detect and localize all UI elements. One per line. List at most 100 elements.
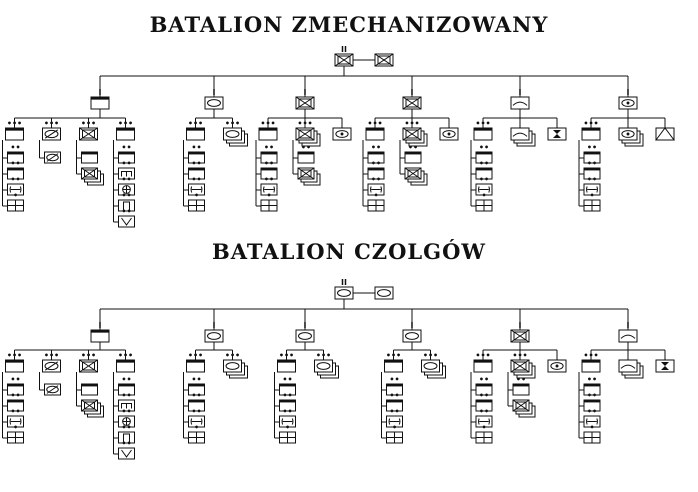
platoon-tank-3-1-child-3: •• xyxy=(279,407,296,428)
platoon-tank-3-1: ••• xyxy=(277,351,296,373)
platoon-tank-1-3-size-label: ••• xyxy=(81,351,96,360)
platoon-mechanized-1-4-child-4: •• xyxy=(118,191,135,212)
platoon-tank-6-1-child-2-size-label: •• xyxy=(587,391,597,400)
platoon-mechanized-4-2-child-1: •• xyxy=(404,143,422,164)
platoon-tank-5-2-child-1-size-label: •• xyxy=(516,375,526,384)
platoon-tank-1-1-child-4: • xyxy=(7,423,24,444)
platoon-mechanized-5-1-child-1: •• xyxy=(475,143,493,164)
platoon-tank-4-2-size-label: ••• xyxy=(423,351,438,360)
platoon-tank-1-1: ••• xyxy=(5,351,24,373)
platoon-tank-4-1-child-2-size-label: •• xyxy=(389,391,399,400)
platoon-mechanized-1-4-size-label: ••• xyxy=(118,119,133,128)
platoon-tank-4-1-size-label: ••• xyxy=(386,351,401,360)
platoon-tank-2-1-size-label: ••• xyxy=(188,351,203,360)
platoon-tank-5-3 xyxy=(547,359,567,373)
platoon-tank-1-4-child-1-size-label: •• xyxy=(121,375,131,384)
platoon-tank-5-1-child-1-size-label: •• xyxy=(479,375,489,384)
platoon-mechanized-3-1-child-1-size-label: •• xyxy=(264,143,274,152)
platoon-tank-1-2-child-1 xyxy=(44,383,61,396)
platoon-tank-2-2-size-label: ••• xyxy=(225,351,240,360)
platoon-mechanized-3-1-child-4: • xyxy=(260,191,278,212)
platoon-mechanized-5-1-size-label: ••• xyxy=(475,119,490,128)
platoon-tank-3-1-child-4-size-label: • xyxy=(285,423,290,432)
platoon-mechanized-6-1-child-4: • xyxy=(583,191,601,212)
platoon-tank-1-1-child-3: •• xyxy=(7,407,24,428)
platoon-mechanized-1-4: ••• xyxy=(116,119,135,141)
company-mechanized-4-size-label: I xyxy=(411,88,414,97)
platoon-tank-6-1: ••• xyxy=(581,351,601,373)
platoon-tank-5-1-child-4: • xyxy=(475,423,493,444)
platoon-mechanized-5-1-child-3: •• xyxy=(475,175,493,196)
platoon-tank-5-1-child-4-size-label: • xyxy=(481,423,486,432)
platoon-tank-3-1-child-3-size-label: •• xyxy=(282,407,292,416)
platoon-mechanized-1-1-size-label: ••• xyxy=(7,119,22,128)
battalion-hq-tank: II xyxy=(334,278,354,300)
platoon-mechanized-6-1-size-label: ••• xyxy=(583,119,598,128)
platoon-mechanized-2-1-child-1-size-label: •• xyxy=(191,143,201,152)
company-tank-5: I xyxy=(510,321,530,343)
platoon-tank-1-4-child-2-size-label: •• xyxy=(121,391,131,400)
platoon-mechanized-2-1: ••• xyxy=(186,119,205,141)
platoon-tank-5-2-child-1: •• xyxy=(512,375,530,396)
platoon-mechanized-2-1-size-label: ••• xyxy=(188,119,203,128)
platoon-mechanized-1-4-child-3-size-label: •• xyxy=(121,175,131,184)
company-mechanized-2-size-label: I xyxy=(213,88,216,97)
platoon-mechanized-2-2: ••• xyxy=(223,119,248,147)
platoon-tank-2-1-child-3: •• xyxy=(188,407,205,428)
platoon-mechanized-1-4-child-4-size-label: •• xyxy=(121,191,131,200)
platoon-mechanized-2-2-size-label: ••• xyxy=(225,119,240,128)
platoon-tank-6-1-child-4: • xyxy=(583,423,601,444)
platoon-mechanized-5-1-child-1-size-label: •• xyxy=(479,143,489,152)
platoon-mechanized-1-1-child-3-size-label: •• xyxy=(10,175,20,184)
platoon-tank-5-1-child-3: •• xyxy=(475,407,493,428)
platoon-mechanized-4-1-size-label: ••• xyxy=(367,119,382,128)
platoon-mechanized-6-1-child-1-size-label: •• xyxy=(587,143,597,152)
platoon-mechanized-4-1-child-4: • xyxy=(367,191,385,212)
company-mechanized-6: I xyxy=(618,88,638,110)
platoon-tank-1-3: ••• xyxy=(79,351,98,373)
platoon-tank-1-4-child-1: •• xyxy=(118,375,135,396)
platoon-mechanized-1-1: ••• xyxy=(5,119,24,141)
platoon-mechanized-3-1-child-2: •• xyxy=(260,159,278,180)
platoon-mechanized-5-1: ••• xyxy=(473,119,493,141)
company-mechanized-5: I xyxy=(510,88,530,110)
platoon-tank-4-1-child-3: •• xyxy=(386,407,403,428)
org-chart-tank: III•••••••••••••••••••••••••••••I•••••••… xyxy=(2,278,675,460)
platoon-mechanized-2-1-child-4-size-label: • xyxy=(194,191,199,200)
platoon-tank-1-4-size-label: ••• xyxy=(118,351,133,360)
platoon-mechanized-5-1-child-4: • xyxy=(475,191,493,212)
platoon-mechanized-6-1-child-4-size-label: • xyxy=(589,191,594,200)
platoon-mechanized-1-4-child-1: •• xyxy=(118,143,135,164)
company-mechanized-6-size-label: I xyxy=(627,88,630,97)
platoon-tank-4-1-child-1: •• xyxy=(386,375,403,396)
platoon-tank-2-1: ••• xyxy=(186,351,205,373)
platoon-mechanized-1-1-child-2-size-label: •• xyxy=(10,159,20,168)
platoon-tank-4-1-child-3-size-label: •• xyxy=(389,407,399,416)
platoon-mechanized-2-1-child-4: • xyxy=(188,191,205,212)
platoon-mechanized-1-1-child-2: •• xyxy=(7,159,24,180)
platoon-tank-4-2: ••• xyxy=(421,351,446,379)
platoon-tank-3-1-child-1-size-label: •• xyxy=(282,375,292,384)
platoon-mechanized-6-2 xyxy=(618,127,644,147)
company-tank-4-size-label: I xyxy=(411,321,414,330)
platoon-tank-3-2: ••• xyxy=(314,351,339,379)
platoon-tank-4-1-child-1-size-label: •• xyxy=(389,375,399,384)
platoon-mechanized-1-2: ••• xyxy=(42,119,61,141)
company-mechanized-4: I xyxy=(402,88,422,110)
platoon-mechanized-1-3-child-2 xyxy=(81,167,104,186)
company-mechanized-3: I xyxy=(295,88,315,110)
platoon-mechanized-2-1-child-2: •• xyxy=(188,159,205,180)
platoon-tank-5-2: ••• xyxy=(510,351,536,379)
platoon-mechanized-3-1-child-1: •• xyxy=(260,143,278,164)
platoon-tank-3-1-size-label: ••• xyxy=(279,351,294,360)
platoon-tank-5-1-child-3-size-label: •• xyxy=(479,407,489,416)
platoon-tank-1-3-child-1 xyxy=(81,383,98,396)
platoon-tank-1-1-child-3-size-label: •• xyxy=(10,407,20,416)
platoon-mechanized-4-1-child-1: •• xyxy=(367,143,385,164)
platoon-mechanized-3-2-size-label: ••• xyxy=(297,119,312,128)
platoon-mechanized-3-2-child-2 xyxy=(297,167,321,186)
platoon-mechanized-4-2-size-label: ••• xyxy=(404,119,419,128)
company-tank-4: I xyxy=(402,321,422,343)
platoon-mechanized-4-1-child-2-size-label: •• xyxy=(371,159,381,168)
platoon-tank-4-1-child-4: • xyxy=(386,423,403,444)
